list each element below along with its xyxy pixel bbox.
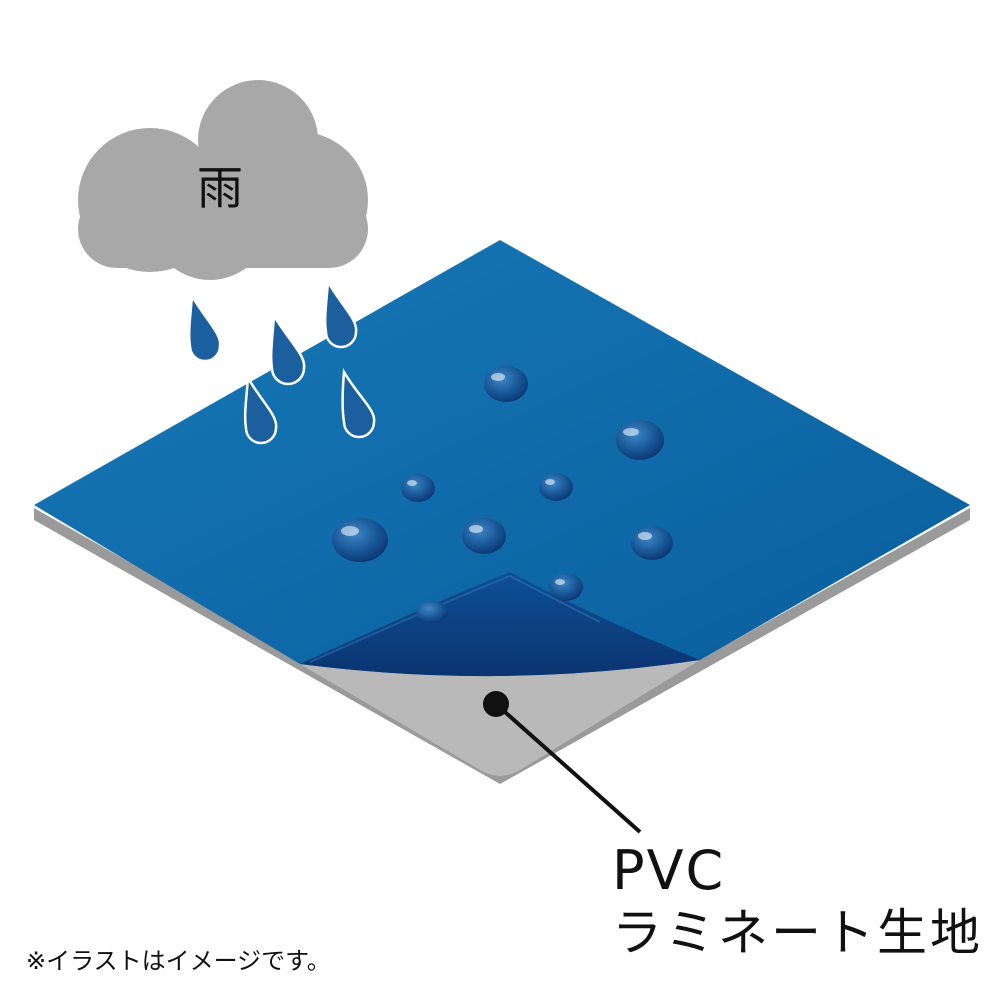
- raindrop-icon: [243, 373, 278, 445]
- water-bead: [332, 518, 388, 562]
- water-bead: [631, 526, 673, 560]
- raindrops: [187, 277, 376, 445]
- water-bead: [539, 473, 573, 501]
- material-label-line1: PVC: [612, 839, 726, 902]
- bead-highlight: [491, 373, 505, 381]
- material-label: PVC ラミネート生地: [612, 840, 992, 964]
- raindrop-icon: [269, 312, 306, 386]
- sheet-fold-highlight: [309, 574, 601, 663]
- callout-line: [494, 702, 642, 834]
- water-bead: [484, 366, 528, 402]
- rain-cloud-icon: [78, 80, 368, 280]
- water-beads: [332, 366, 673, 623]
- water-bead: [401, 474, 435, 502]
- image-note: ※イラストはイメージです。: [26, 947, 331, 975]
- raindrop-icon: [323, 277, 358, 349]
- bead-highlight: [407, 480, 417, 486]
- water-bead: [616, 420, 664, 460]
- material-label-line2: ラミネート生地: [612, 904, 983, 962]
- bead-highlight: [341, 526, 359, 536]
- sheet-back-layer: [300, 660, 700, 776]
- water-bead: [462, 518, 506, 554]
- bead-highlight: [469, 525, 483, 533]
- raindrop-icon: [187, 291, 222, 363]
- bead-highlight: [623, 428, 639, 436]
- water-bead: [416, 601, 448, 623]
- water-bead: [549, 573, 583, 601]
- sheet-top-surface: [34, 240, 970, 677]
- sheet-peeled-fold: [300, 572, 700, 677]
- bead-highlight: [545, 479, 555, 485]
- raindrop-icon: [341, 367, 376, 439]
- bead-highlight: [555, 579, 565, 585]
- bead-highlight: [638, 532, 652, 540]
- cloud-label: 雨: [197, 161, 243, 215]
